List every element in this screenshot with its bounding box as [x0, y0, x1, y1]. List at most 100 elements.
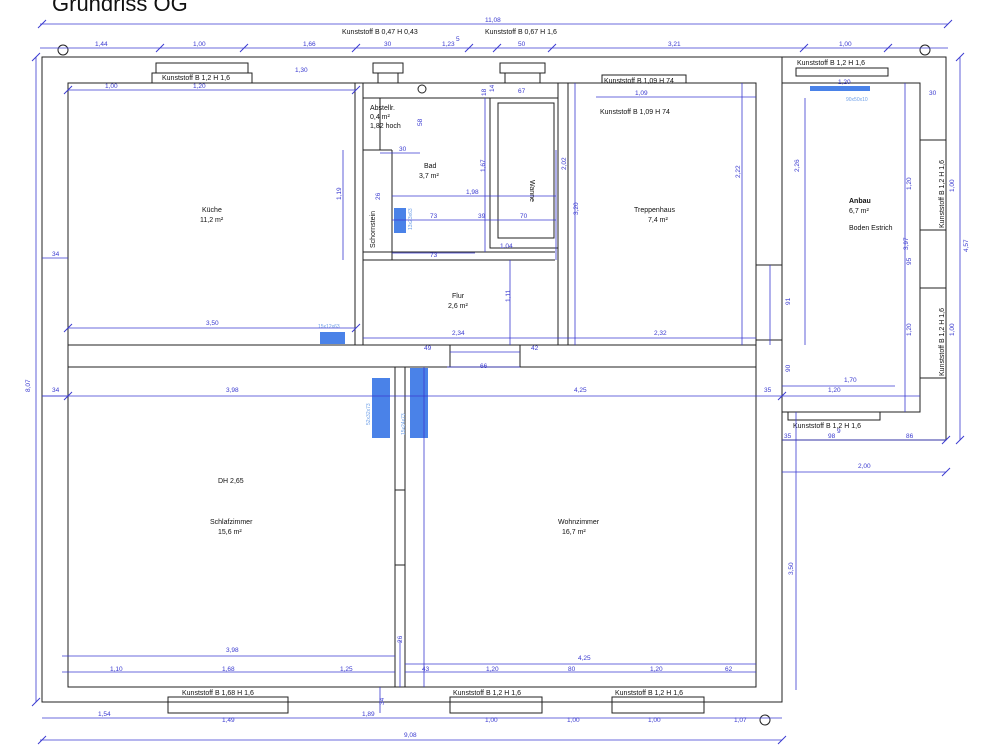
dim-label: 70 [520, 213, 528, 220]
highlight-label: 52x32x73 [366, 403, 372, 425]
dim-label: 49 [424, 345, 432, 352]
room-anbau-area: 6,7 m² [849, 208, 870, 215]
highlight-label: 15x12x63 [318, 324, 340, 330]
room-wohn-name: Wohnzimmer [558, 519, 600, 526]
dim-label: 1,09 [635, 90, 648, 97]
window-label: Kunststoff B 1,2 H 1,6 [793, 423, 861, 430]
dim-label: 1,20 [650, 666, 663, 673]
dim-label: 66 [480, 363, 488, 370]
dim-label: 2,22 [735, 165, 742, 178]
dim-label: 35 [764, 387, 772, 394]
room-abstell-note: 1,82 hoch [370, 123, 401, 130]
highlights: 90x50x10 15x12x63 52x32x73 15x24x73 13x2… [318, 86, 870, 438]
room-abstell-name: Abstellr. [370, 105, 395, 112]
dim-label: 1,10 [110, 666, 123, 673]
dim-label: 1,44 [95, 41, 108, 48]
dim-label: 86 [906, 433, 914, 440]
dim-label: 1,20 [486, 666, 499, 673]
room-flur-area: 2,6 m² [448, 303, 469, 310]
dim-label: 8,07 [25, 379, 32, 392]
room-wanne: Wanne [528, 180, 535, 202]
dim-label: 1,20 [193, 83, 206, 90]
dim-label: 34 [379, 697, 386, 705]
room-flur-name: Flur [452, 293, 465, 300]
dim-label: 4,25 [578, 655, 591, 662]
dim-label: 1,00 [949, 323, 956, 336]
dim-label: 1,98 [466, 189, 479, 196]
dim-label: 30 [384, 41, 392, 48]
room-treppenhaus-area: 7,4 m² [648, 217, 669, 224]
walls [41, 56, 947, 703]
room-schornstein: Schornstein [370, 211, 377, 248]
dim-label: 34 [52, 251, 60, 258]
dim-label: 50 [518, 41, 526, 48]
window-label: Kunststoff B 1,2 H 1,6 [615, 690, 683, 697]
dim-label: 2,00 [858, 463, 871, 470]
window-label: Kunststoff B 0,47 H 0,43 [342, 29, 418, 36]
dim-label: 1,11 [505, 289, 512, 302]
dim-label: 1,04 [500, 243, 513, 250]
dim-label: 2,32 [654, 330, 667, 337]
window-label: Kunststoff B 1,68 H 1,6 [182, 690, 254, 697]
dim-label: 91 [785, 297, 792, 305]
dim-label: 1,19 [336, 187, 343, 200]
room-treppenhaus-name: Treppenhaus [634, 207, 675, 214]
dim-label: 1,49 [222, 717, 235, 724]
dim-label: 1,00 [485, 717, 498, 724]
dim-label: 95 [906, 257, 913, 265]
dim-label: 3,20 [573, 202, 580, 215]
window-label: Kunststoff B 1,2 H 1,6 [453, 690, 521, 697]
dim-label: 35 [784, 433, 792, 440]
dim-label: 1,00 [193, 41, 206, 48]
dim-label: 58 [417, 118, 424, 126]
highlight-label: 15x24x73 [401, 413, 407, 435]
dim-label: 1,23 [442, 41, 455, 48]
dim-label: 11,08 [485, 17, 501, 24]
dim-label: 1,00 [648, 717, 661, 724]
dim-label: 3,21 [668, 41, 681, 48]
dim-label: 1,00 [949, 179, 956, 192]
dim-label: 2,02 [561, 157, 568, 170]
room-wohn-area: 16,7 m² [562, 529, 586, 536]
windows [57, 44, 947, 726]
dim-label: 5 [456, 36, 460, 43]
dim-label: 43 [422, 666, 430, 673]
room-abstell-area: 0,4 m² [370, 114, 391, 121]
dim-label: 9,08 [404, 732, 417, 739]
dimension-ticks [31, 19, 965, 745]
dim-label: 3,50 [206, 320, 219, 327]
dim-label: 1,30 [295, 67, 308, 74]
dim-label: 90 [785, 364, 792, 372]
dim-label: 1,70 [844, 377, 857, 384]
dim-label: 73 [430, 213, 438, 220]
window-label: Kunststoff B 1,2 H 1,6 [939, 160, 946, 228]
window-label: Kunststoff B 0,67 H 1,6 [485, 29, 557, 36]
dim-label: 3,50 [788, 562, 795, 575]
dim-label: 4,25 [574, 387, 587, 394]
dim-label: 1,20 [838, 79, 851, 86]
window-label: Kunststoff B 1,2 H 1,6 [162, 75, 230, 82]
room-kueche-name: Küche [202, 207, 222, 214]
room-bad-name: Bad [424, 163, 437, 170]
dim-label: 98 [828, 433, 836, 440]
room-schlaf-area: 15,6 m² [218, 529, 242, 536]
room-labels: Küche 11,2 m² Abstellr. 0,4 m² 1,82 hoch… [200, 105, 893, 536]
dim-label: 34 [52, 387, 60, 394]
highlight-label: 13x23x63 [408, 208, 414, 230]
window-label: Kunststoff B 1,09 H 74 [600, 109, 670, 116]
window-label: Kunststoff B 1,2 H 1,6 [797, 60, 865, 67]
room-schlaf-name: Schlafzimmer [210, 519, 253, 526]
dimension-labels: 11,08 1,44 1,00 1,66 1,23 5 30 50 3,21 1… [25, 17, 970, 739]
dim-label: 26 [397, 635, 404, 643]
dim-label: 80 [568, 666, 576, 673]
room-kueche-area: 11,2 m² [200, 217, 224, 224]
dim-label: 1,68 [222, 666, 235, 673]
highlight-label: 90x50x10 [846, 97, 868, 103]
dim-label: 26 [375, 192, 382, 200]
dim-label: 1,67 [480, 159, 487, 172]
room-anbau-name: Anbau [849, 198, 871, 205]
dim-label: 1,66 [303, 41, 316, 48]
room-schlaf-note: DH 2,65 [218, 478, 244, 485]
window-label: Kunststoff B 1,09 H 74 [604, 78, 674, 85]
dim-label: 1,07 [734, 717, 747, 724]
